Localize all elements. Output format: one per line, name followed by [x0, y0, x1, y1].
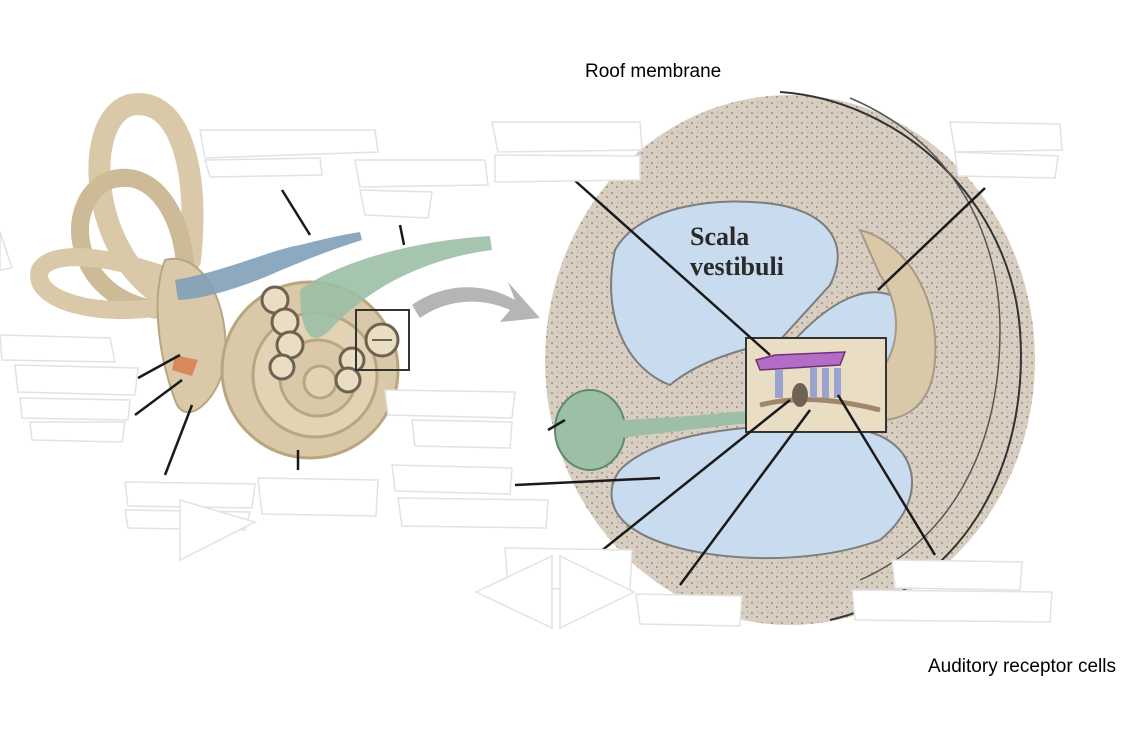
cochlear-nerve: [300, 236, 492, 338]
scala-tympani: [610, 425, 914, 560]
scala-vestibuli-label-2: vestibuli: [690, 252, 784, 281]
superior-canal: [88, 93, 204, 311]
zoom-arrow: [412, 282, 540, 322]
spiral-ligament: [858, 228, 937, 422]
roof-membrane-shape: [754, 351, 847, 371]
cochlea-cross-sections: [260, 285, 366, 394]
cochlea-overview: [30, 93, 492, 460]
inner-contour: [849, 97, 1001, 581]
cochlea-cross-section: Scala vestibuli: [134, 91, 1035, 625]
scala-vestibuli-label-1: Scala: [690, 222, 749, 251]
oval-window: [172, 355, 198, 376]
lateral-canal: [30, 248, 199, 320]
label-masks: [0, 121, 1063, 630]
tunnel-of-corti: [792, 383, 808, 407]
basilar-membrane: [759, 397, 881, 413]
spiral-ganglion: [554, 389, 760, 471]
zoom-box-small: [355, 309, 410, 371]
leader-lines: [134, 177, 986, 586]
hair-cells: [775, 368, 841, 398]
scala-vestibuli: [610, 200, 839, 387]
roof-membrane-label: Roof membrane: [585, 61, 722, 82]
auditory-receptor-cells-label: Auditory receptor cells: [928, 656, 1116, 677]
posterior-canal: [71, 168, 195, 319]
vestibular-nerve: [175, 232, 362, 300]
